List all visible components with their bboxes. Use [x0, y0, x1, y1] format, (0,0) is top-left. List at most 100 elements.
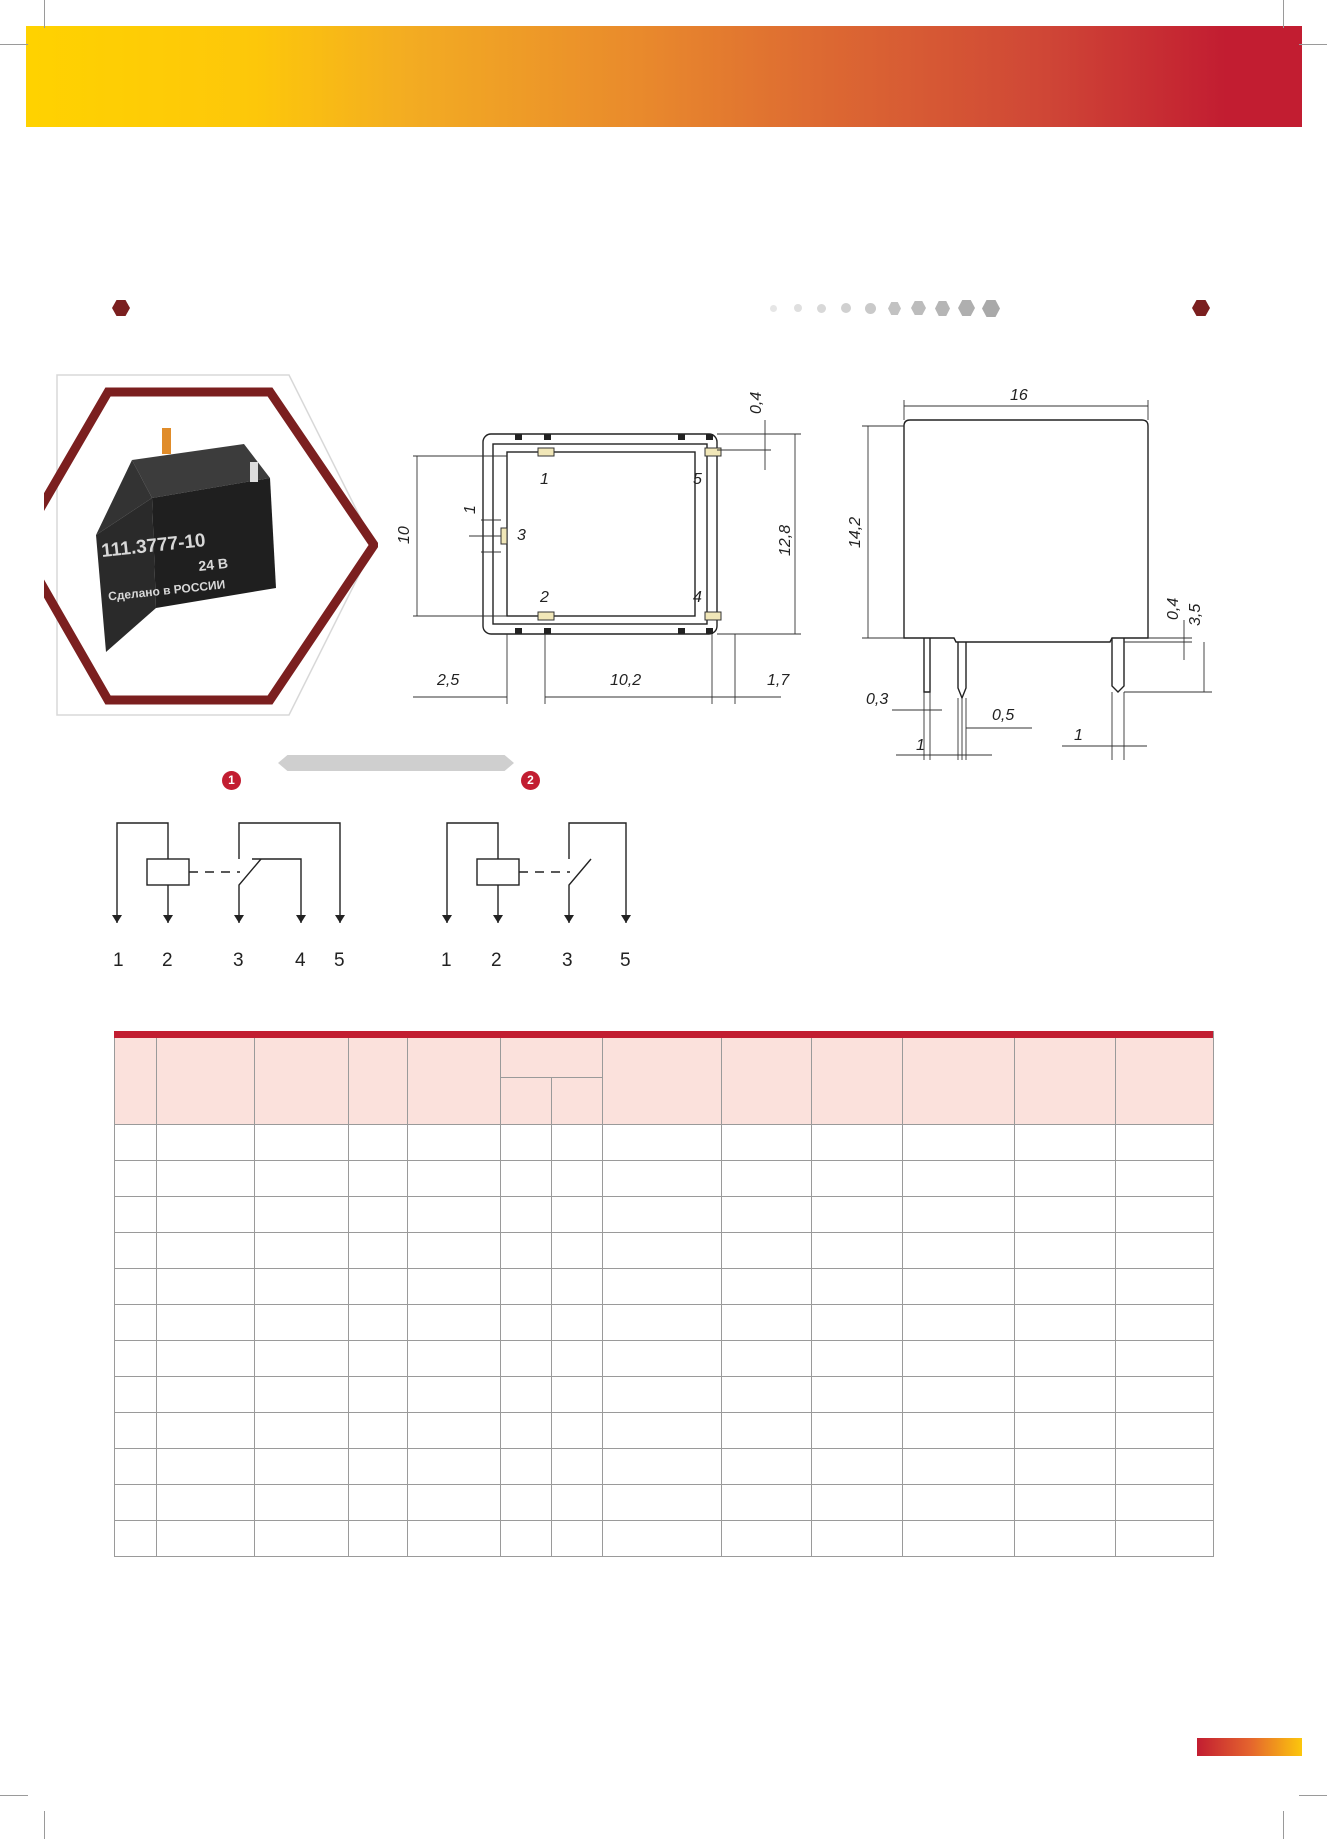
table-cell [551, 1160, 603, 1197]
table-row [114, 1268, 1214, 1305]
table-cell [721, 1160, 812, 1197]
table-cell [114, 1484, 157, 1521]
table-cell [811, 1232, 903, 1269]
table-cell [602, 1520, 722, 1557]
table-cell [500, 1304, 552, 1341]
table-cell [602, 1124, 722, 1161]
table-cell [114, 1448, 157, 1485]
table-cell [811, 1376, 903, 1413]
pin-label-4: 4 [693, 589, 702, 606]
schematic-1-pin: 1 [113, 950, 124, 971]
table-cell [254, 1160, 349, 1197]
table-cell [721, 1124, 812, 1161]
table-cell [721, 1304, 812, 1341]
table-cell [1014, 1160, 1116, 1197]
table-cell [348, 1520, 408, 1557]
table-cell [156, 1484, 255, 1521]
table-cell [407, 1304, 501, 1341]
dim-1-7: 1,7 [767, 672, 790, 689]
table-row [114, 1412, 1214, 1449]
table-cell [1014, 1196, 1116, 1233]
table-cell [348, 1340, 408, 1377]
table-row [114, 1232, 1214, 1269]
table-cell [1115, 1304, 1214, 1341]
dim-16: 16 [1010, 387, 1028, 404]
table-cell [1115, 1124, 1214, 1161]
dim-0-4-top: 0,4 [748, 392, 765, 414]
table-cell [902, 1448, 1015, 1485]
pin-label-5: 5 [693, 471, 702, 488]
table-cell [348, 1304, 408, 1341]
crop-mark [0, 1795, 28, 1796]
table-cell [811, 1304, 903, 1341]
table-cell [902, 1124, 1015, 1161]
table-cell [721, 1376, 812, 1413]
table-cell [407, 1484, 501, 1521]
crop-mark [1299, 44, 1327, 45]
table-cell [348, 1124, 408, 1161]
table-cell [902, 1412, 1015, 1449]
table-cell [1115, 1268, 1214, 1305]
schematic-1-pin: 4 [295, 950, 306, 971]
table-cell [348, 1412, 408, 1449]
table-cell [114, 1304, 157, 1341]
table-cell [156, 1448, 255, 1485]
table-cell [500, 1124, 552, 1161]
table-cell [811, 1160, 903, 1197]
table-cell [348, 1160, 408, 1197]
table-cell [602, 1304, 722, 1341]
schematic-1-pin: 2 [162, 950, 173, 971]
table-cell [348, 1448, 408, 1485]
side-view-drawing: 16 14,2 0,4 3,5 0,3 0,5 1 1 [847, 387, 1212, 760]
crop-mark [0, 44, 28, 45]
table-cell [156, 1520, 255, 1557]
table-cell [1014, 1340, 1116, 1377]
table-cell [254, 1124, 349, 1161]
table-cell [407, 1412, 501, 1449]
table-cell [811, 1484, 903, 1521]
table-cell [254, 1268, 349, 1305]
crop-mark [44, 1811, 45, 1839]
table-cell [902, 1520, 1015, 1557]
schematic-2-badge: 2 [521, 771, 540, 790]
table-cell [407, 1124, 501, 1161]
table-cell [811, 1340, 903, 1377]
table-cell [114, 1196, 157, 1233]
table-cell [1014, 1124, 1116, 1161]
table-cell [500, 1484, 552, 1521]
table-row [114, 1376, 1214, 1413]
table-cell [902, 1376, 1015, 1413]
dim-3-5: 3,5 [1187, 604, 1204, 626]
table-cell [551, 1232, 603, 1269]
table-row [114, 1340, 1214, 1377]
table-cell [407, 1196, 501, 1233]
table-cell [551, 1196, 603, 1233]
dot-row-decoration [768, 299, 1000, 319]
dim-12-8: 12,8 [777, 525, 794, 556]
left-hex-marker-icon [112, 300, 130, 316]
schematic-1-diagram [112, 822, 345, 923]
table-cell [156, 1412, 255, 1449]
table-cell [602, 1232, 722, 1269]
table-cell [156, 1268, 255, 1305]
table-cell [551, 1412, 603, 1449]
table-cell [348, 1232, 408, 1269]
table-cell [1115, 1340, 1214, 1377]
table-cell [407, 1448, 501, 1485]
table-row [114, 1448, 1214, 1485]
table-cell [1115, 1412, 1214, 1449]
table-cell [811, 1412, 903, 1449]
table-cell [602, 1268, 722, 1305]
table-cell [407, 1268, 501, 1305]
relay-photo: 111.3777-10 24 В Сделано в РОССИИ [13, 370, 380, 720]
table-cell [1014, 1376, 1116, 1413]
table-cell [902, 1304, 1015, 1341]
table-cell [811, 1268, 903, 1305]
table-cell [602, 1160, 722, 1197]
table-cell [348, 1268, 408, 1305]
table-cell [500, 1196, 552, 1233]
schematic-1-pin: 5 [334, 950, 345, 971]
right-hex-marker-icon [1192, 300, 1210, 316]
dim-2-5: 2,5 [436, 672, 459, 689]
table-cell [500, 1268, 552, 1305]
